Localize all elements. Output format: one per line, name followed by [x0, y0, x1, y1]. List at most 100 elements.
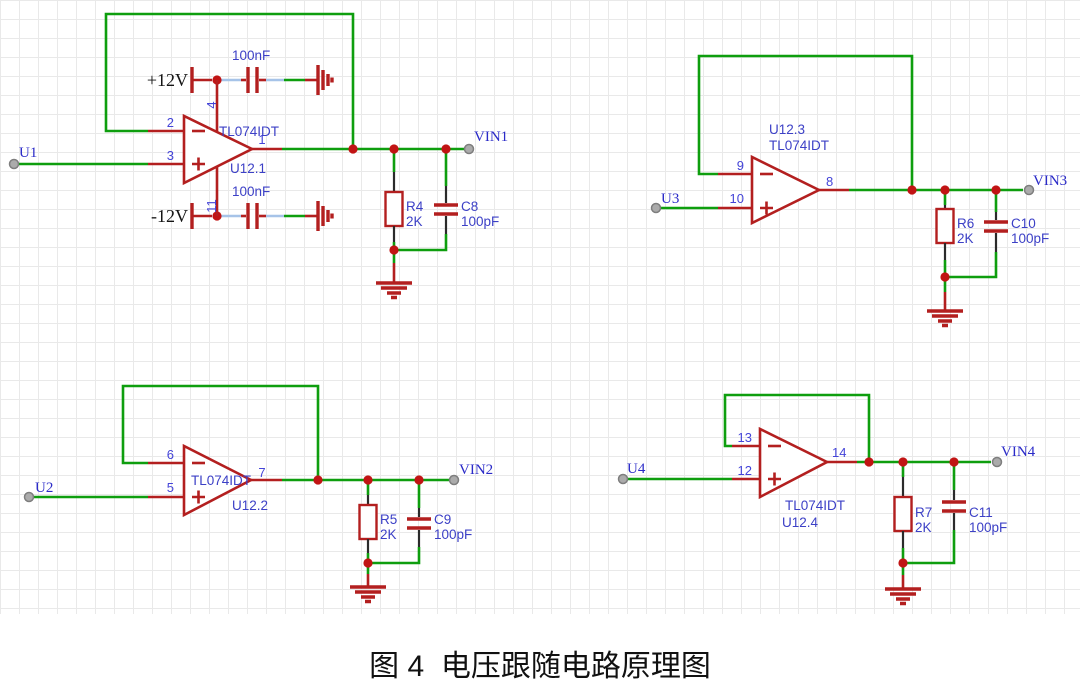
capacitor-ref-label: C8: [461, 199, 478, 214]
junction-dot: [940, 185, 950, 195]
part-label: TL074IDT: [785, 498, 845, 513]
input-port-dot: [23, 491, 35, 503]
pin-number-noninverting: 3: [167, 148, 174, 163]
ground-symbol: [316, 65, 334, 95]
junction-dot: [991, 185, 1001, 195]
pin-number-inverting: 13: [738, 430, 752, 445]
pin-number-output: 8: [826, 174, 833, 189]
pin-number-noninverting: 10: [730, 191, 744, 206]
pin-number-inverting: 2: [167, 115, 174, 130]
capacitor-plates: [434, 203, 458, 216]
designator-label: U12.2: [232, 498, 268, 513]
ground-symbol: [376, 281, 412, 300]
opamp-circuit-3: 9 10 8 U12.3 TL074IDT U3 VIN3 R6 2K: [650, 54, 1067, 328]
capacitor: C10 100pF: [945, 190, 1049, 279]
opamp-circuit-1: +12V 100nF -12V: [8, 12, 508, 300]
capacitor-ref-label: C10: [1011, 216, 1036, 231]
junction-dot: [363, 475, 373, 485]
resistor-ref-label: R7: [915, 505, 932, 520]
capacitor-value-label: 100pF: [461, 214, 499, 229]
pin-number-inverting: 9: [737, 158, 744, 173]
opamp-symbol: 9 10 8 U12.3 TL074IDT: [718, 122, 849, 226]
resistor-ref-label: R5: [380, 512, 397, 527]
pin-number-output: 14: [832, 445, 846, 460]
input-port-label: U1: [19, 145, 37, 161]
part-label: TL074IDT: [769, 138, 829, 153]
opamp-symbol: 13 12 14 TL074IDT U12.4: [732, 426, 857, 530]
junction-dot: [940, 272, 950, 282]
output-port-dot: [1023, 184, 1035, 196]
opamp-triangle: [758, 426, 830, 500]
junction-dot: [898, 558, 908, 568]
junction-dot: [313, 475, 323, 485]
ground-symbol: [927, 309, 963, 328]
input-port-dot: [650, 202, 662, 214]
resistor: R6 2K: [935, 190, 974, 277]
feedback-wire: [121, 384, 320, 480]
resistor-ref-label: R6: [957, 216, 974, 231]
vee-bypass-network: -12V 100nF: [151, 184, 334, 231]
part-label: TL074IDT: [219, 124, 279, 139]
resistor-body: [893, 495, 913, 533]
capacitor: C9 100pF: [368, 480, 472, 565]
resistor-ref-label: R4: [406, 199, 424, 214]
opamp-symbol: 2 3 1 4 11 TL074IDT U12.1: [148, 80, 282, 216]
figure-caption: 图 4 电压跟随电路原理图: [369, 650, 711, 683]
resistor: R7 2K: [893, 462, 932, 563]
opamp-circuit-2: 6 5 7 TL074IDT U12.2 U2 VIN2 R5 2K: [23, 384, 493, 604]
capacitor-plates: [407, 517, 431, 530]
opamp-triangle: [182, 113, 255, 186]
junction-dot: [441, 144, 451, 154]
resistor-body: [384, 190, 404, 228]
capacitor: C8 100pF: [394, 149, 499, 252]
resistor-body: [358, 503, 378, 541]
wire-segment: [945, 252, 998, 279]
resistor: R5 2K: [358, 480, 397, 563]
junction-dot: [949, 457, 959, 467]
capacitor-value-label: 100pF: [1011, 231, 1049, 246]
ground: [885, 563, 921, 606]
resistor-value-label: 2K: [380, 527, 397, 542]
pin-number-output: 1: [258, 132, 265, 147]
ground-symbol: [885, 587, 921, 606]
designator-label: U12.3: [769, 122, 805, 137]
vcc-power-port-label: +12V: [147, 70, 188, 90]
plus-sign: [768, 472, 781, 486]
bypass-capacitor: [246, 67, 259, 93]
bypass-cap-value-label: 100nF: [232, 48, 270, 63]
input-port-dot: [617, 473, 629, 485]
pin-number-noninverting: 12: [738, 463, 752, 478]
capacitor-value-label: 100pF: [434, 527, 472, 542]
ground-symbol: [350, 585, 386, 604]
designator-label: U12.4: [782, 515, 819, 530]
resistor-value-label: 2K: [957, 231, 974, 246]
opamp-triangle: [750, 154, 822, 226]
junction-dot: [389, 245, 399, 255]
feedback-wire: [723, 393, 871, 462]
pin-number-inverting: 6: [167, 447, 174, 462]
plus-sign: [760, 201, 773, 215]
bypass-capacitor: [246, 203, 259, 229]
capacitor-value-label: 100pF: [969, 520, 1007, 535]
resistor-value-label: 2K: [406, 214, 423, 229]
capacitor: C11 100pF: [903, 462, 1007, 565]
input-port-label: U2: [35, 480, 53, 496]
output-port-dot: [463, 143, 475, 155]
capacitor-plates: [942, 500, 966, 513]
output-port-dot: [991, 456, 1003, 468]
ground-symbol: [316, 201, 334, 231]
ground: [376, 250, 412, 300]
junction-dot: [348, 144, 358, 154]
vee-power-port-label: -12V: [151, 206, 188, 226]
capacitor-plates: [984, 220, 1008, 233]
pin-number-vcc: 4: [204, 101, 219, 108]
bypass-cap-value-label: 100nF: [232, 184, 270, 199]
junction-dot: [363, 558, 373, 568]
opamp-symbol: 6 5 7 TL074IDT U12.2: [148, 443, 282, 518]
junction-dot: [389, 144, 399, 154]
input-port-label: U4: [627, 461, 646, 477]
junction-dot: [414, 475, 424, 485]
ground: [927, 277, 963, 328]
